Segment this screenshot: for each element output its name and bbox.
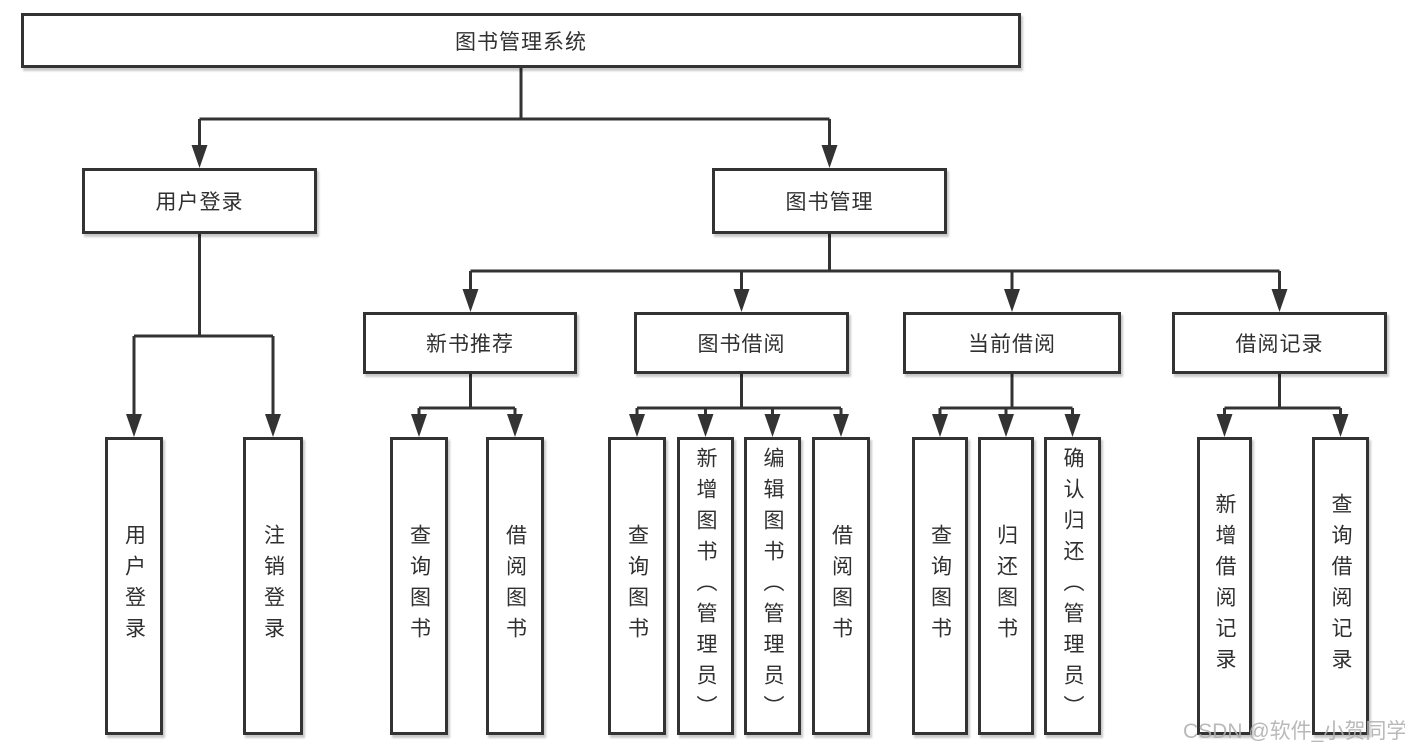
leaf-user-login: 用户登录 [105, 437, 163, 735]
leaf-add-borrow-record: 新增借阅记录 [1197, 437, 1252, 735]
leaf-query-books-3: 查询图书 [912, 437, 968, 735]
leaf-borrow-books-2: 借阅图书 [812, 437, 870, 735]
arrowhead [932, 414, 948, 437]
arrowhead [507, 414, 523, 437]
connector-book-mgmt-to-sections [469, 234, 1281, 294]
node-user-login: 用户登录 [82, 168, 317, 234]
node-borrow-records: 借阅记录 [1172, 312, 1387, 374]
arrowhead [1332, 414, 1349, 437]
connector-book-borrow-to-leaves [635, 374, 843, 419]
connector-current-borrow-to-leaves [938, 374, 1074, 419]
node-library-management-system: 图书管理系统 [21, 13, 1021, 68]
leaf-add-books-admin: 新增图书（管理员） [677, 437, 734, 735]
connector-new-book-to-leaves [417, 374, 517, 419]
arrowhead [126, 414, 142, 437]
leaf-borrow-books-1: 借阅图书 [486, 437, 544, 735]
connector-borrow-records-to-leaves [1223, 374, 1342, 419]
arrowhead [462, 289, 479, 312]
arrowhead [1271, 289, 1288, 312]
arrowhead [821, 145, 838, 168]
arrowhead [697, 414, 714, 437]
leaf-edit-books-admin: 编辑图书（管理员） [744, 437, 801, 735]
leaf-query-books-1: 查询图书 [390, 437, 448, 735]
arrowhead [629, 414, 645, 437]
connector-root-to-level1 [198, 68, 831, 150]
node-current-borrow: 当前借阅 [903, 312, 1121, 374]
arrowhead [265, 414, 281, 437]
leaf-confirm-return-admin: 确认归还（管理员） [1044, 437, 1101, 735]
arrowhead [733, 289, 750, 312]
arrowhead [411, 414, 427, 437]
leaf-query-borrow-record: 查询借阅记录 [1312, 437, 1369, 735]
arrowhead [1064, 414, 1081, 437]
csdn-watermark: CSDN @软件_小贺同学 [1183, 720, 1405, 743]
arrowhead [1216, 414, 1233, 437]
arrowhead [764, 414, 781, 437]
arrowhead [191, 145, 208, 168]
arrowhead [998, 414, 1014, 437]
connector-user-login-to-leaves [132, 234, 275, 419]
node-new-book-recommend: 新书推荐 [363, 312, 577, 374]
arrowheads [126, 145, 1349, 437]
leaf-return-books: 归还图书 [978, 437, 1034, 735]
arrowhead [833, 414, 849, 437]
leaf-logout: 注销登录 [243, 437, 303, 735]
arrowhead [1004, 289, 1020, 312]
node-book-borrow: 图书借阅 [634, 312, 849, 374]
node-book-management: 图书管理 [712, 168, 947, 234]
leaf-query-books-2: 查询图书 [608, 437, 666, 735]
